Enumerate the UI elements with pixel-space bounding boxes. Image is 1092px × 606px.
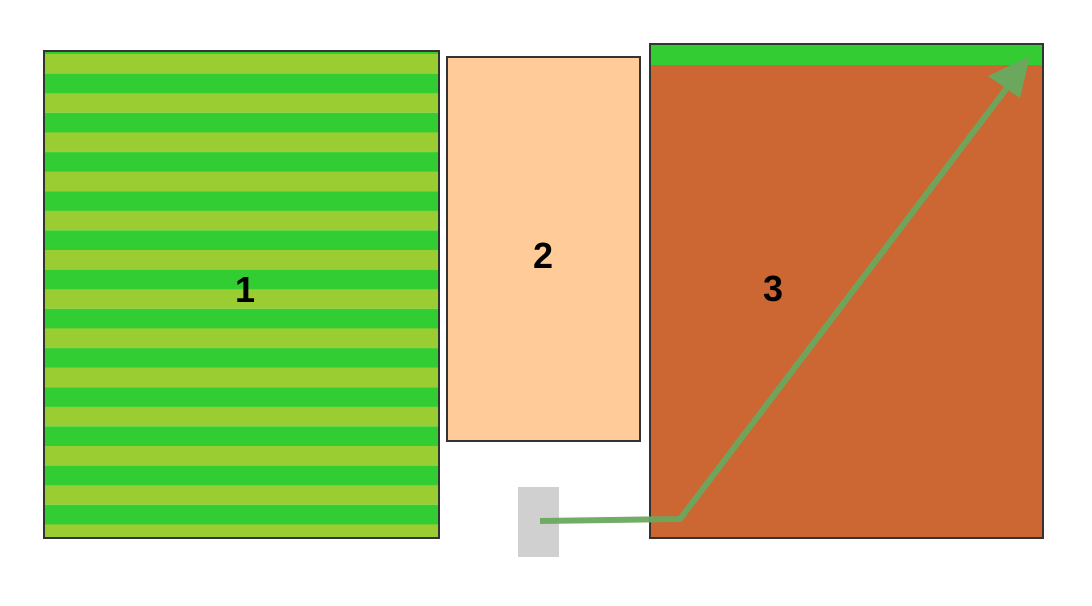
panel-3-top-band	[651, 45, 1042, 65]
panel-2: 2	[446, 56, 641, 442]
panel-3-label: 3	[763, 268, 783, 309]
panel-1-label: 1	[235, 269, 255, 310]
panel-2-label: 2	[533, 235, 553, 276]
panel-1: 1	[43, 50, 440, 539]
flow-arrow	[539, 66, 1025, 524]
arrow-head-icon	[988, 56, 1030, 98]
panel-1-field	[43, 50, 440, 539]
panel-2-field	[446, 56, 641, 442]
panel-3: 3	[649, 43, 1044, 539]
panel-1-center-mark	[152, 232, 322, 248]
